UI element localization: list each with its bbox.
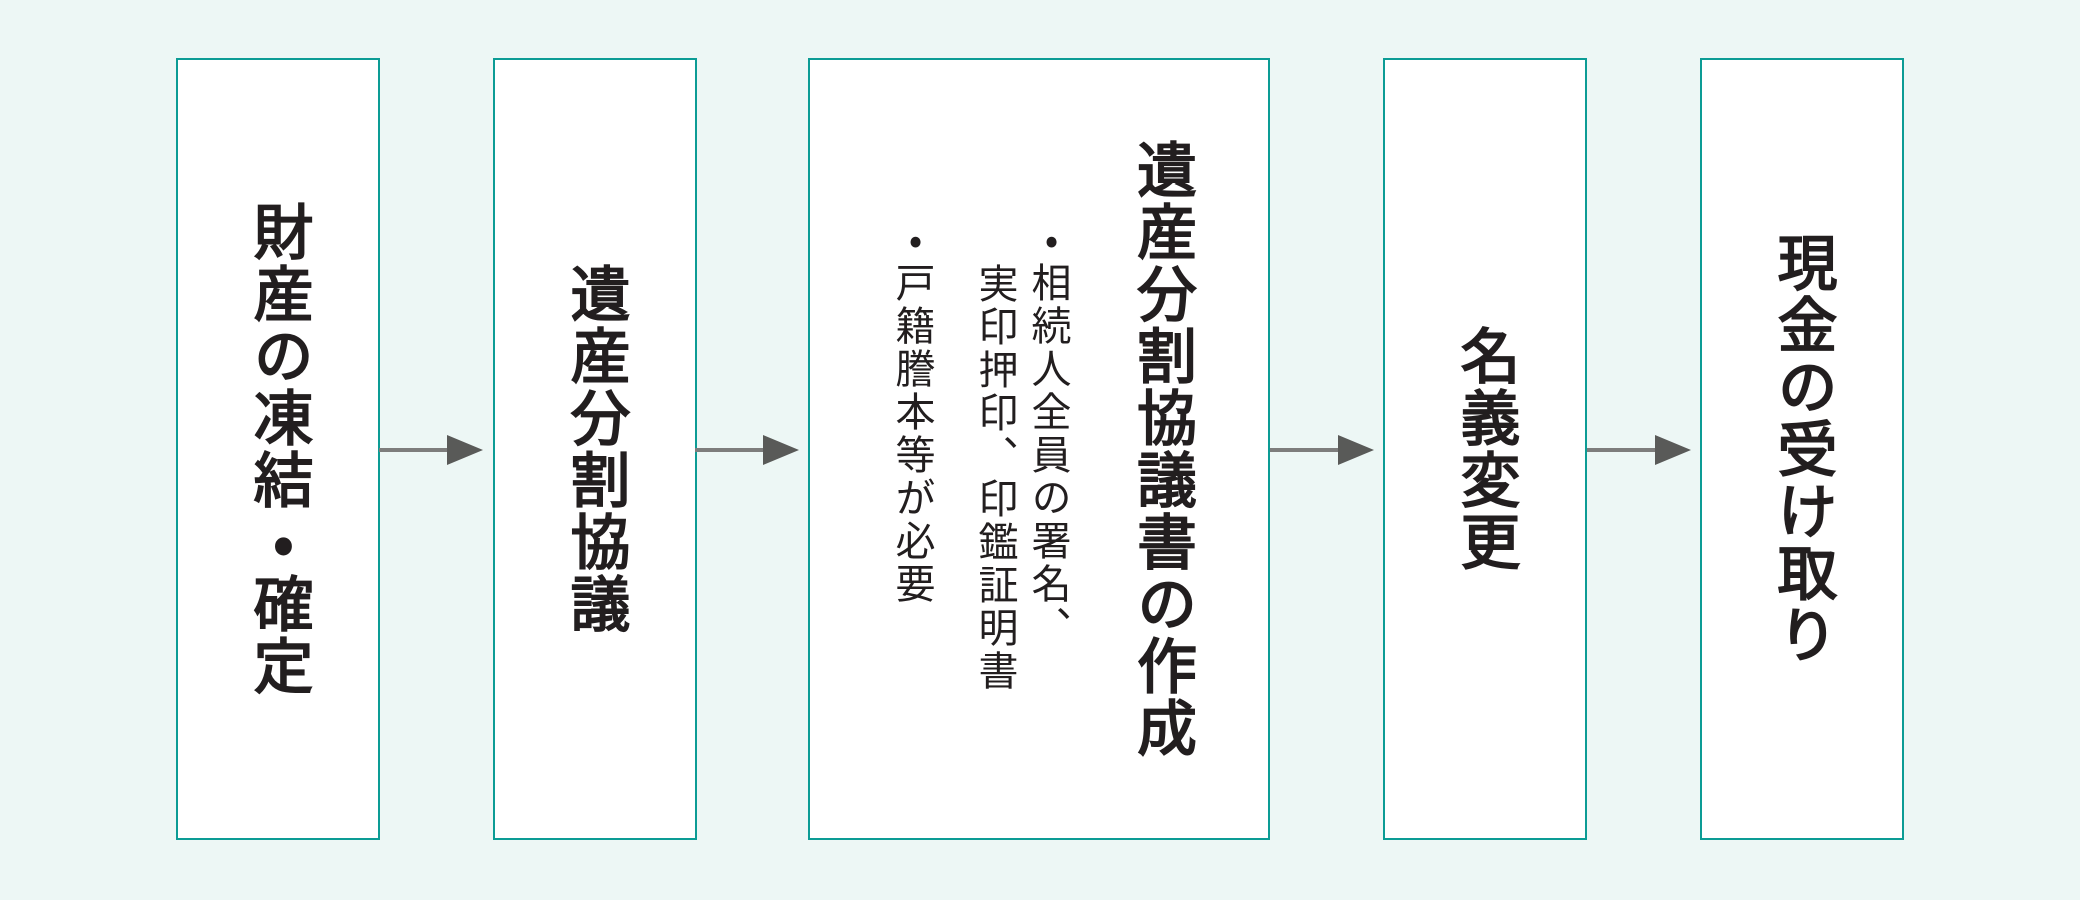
note-line: ・相続人全員の署名、 <box>1025 219 1070 649</box>
arrow-head <box>447 435 483 465</box>
flow-step-label: 財産の凍結・確定 <box>245 201 312 697</box>
arrow-shaft <box>695 448 765 452</box>
arrow-head <box>1338 435 1374 465</box>
flow-step-notes: ・相続人全員の署名、 実印押印、印鑑証明書 ・戸籍謄本等が必要 <box>885 139 1074 759</box>
arrow-head <box>1655 435 1691 465</box>
flow-step-content: 遺産分割協議書の作成 ・相続人全員の署名、 実印押印、印鑑証明書 ・戸籍謄本等が… <box>885 139 1196 759</box>
flow-step-label: 名義変更 <box>1452 325 1519 573</box>
flow-arrow-icon <box>1270 434 1376 466</box>
flow-step-label: 遺産分割協議 <box>562 263 629 635</box>
flow-step-division-discussion: 遺産分割協議 <box>493 58 697 840</box>
note-line: ・戸籍謄本等が必要 <box>889 219 934 606</box>
flow-arrow-icon <box>695 434 801 466</box>
flow-step-agreement-document: 遺産分割協議書の作成 ・相続人全員の署名、 実印押印、印鑑証明書 ・戸籍謄本等が… <box>808 58 1270 840</box>
flow-arrow-icon <box>1587 434 1693 466</box>
arrow-shaft <box>1270 448 1340 452</box>
arrow-head <box>763 435 799 465</box>
flow-step-asset-freeze: 財産の凍結・確定 <box>176 58 380 840</box>
note-line: 実印押印、印鑑証明書 <box>972 263 1017 693</box>
flow-arrow-icon <box>379 434 485 466</box>
flow-step-label: 遺産分割協議書の作成 <box>1128 139 1196 759</box>
arrow-shaft <box>379 448 449 452</box>
flow-step-cash-receipt: 現金の受け取り <box>1700 58 1904 840</box>
arrow-shaft <box>1587 448 1657 452</box>
flow-step-label: 現金の受け取り <box>1769 232 1836 666</box>
flow-step-name-change: 名義変更 <box>1383 58 1587 840</box>
